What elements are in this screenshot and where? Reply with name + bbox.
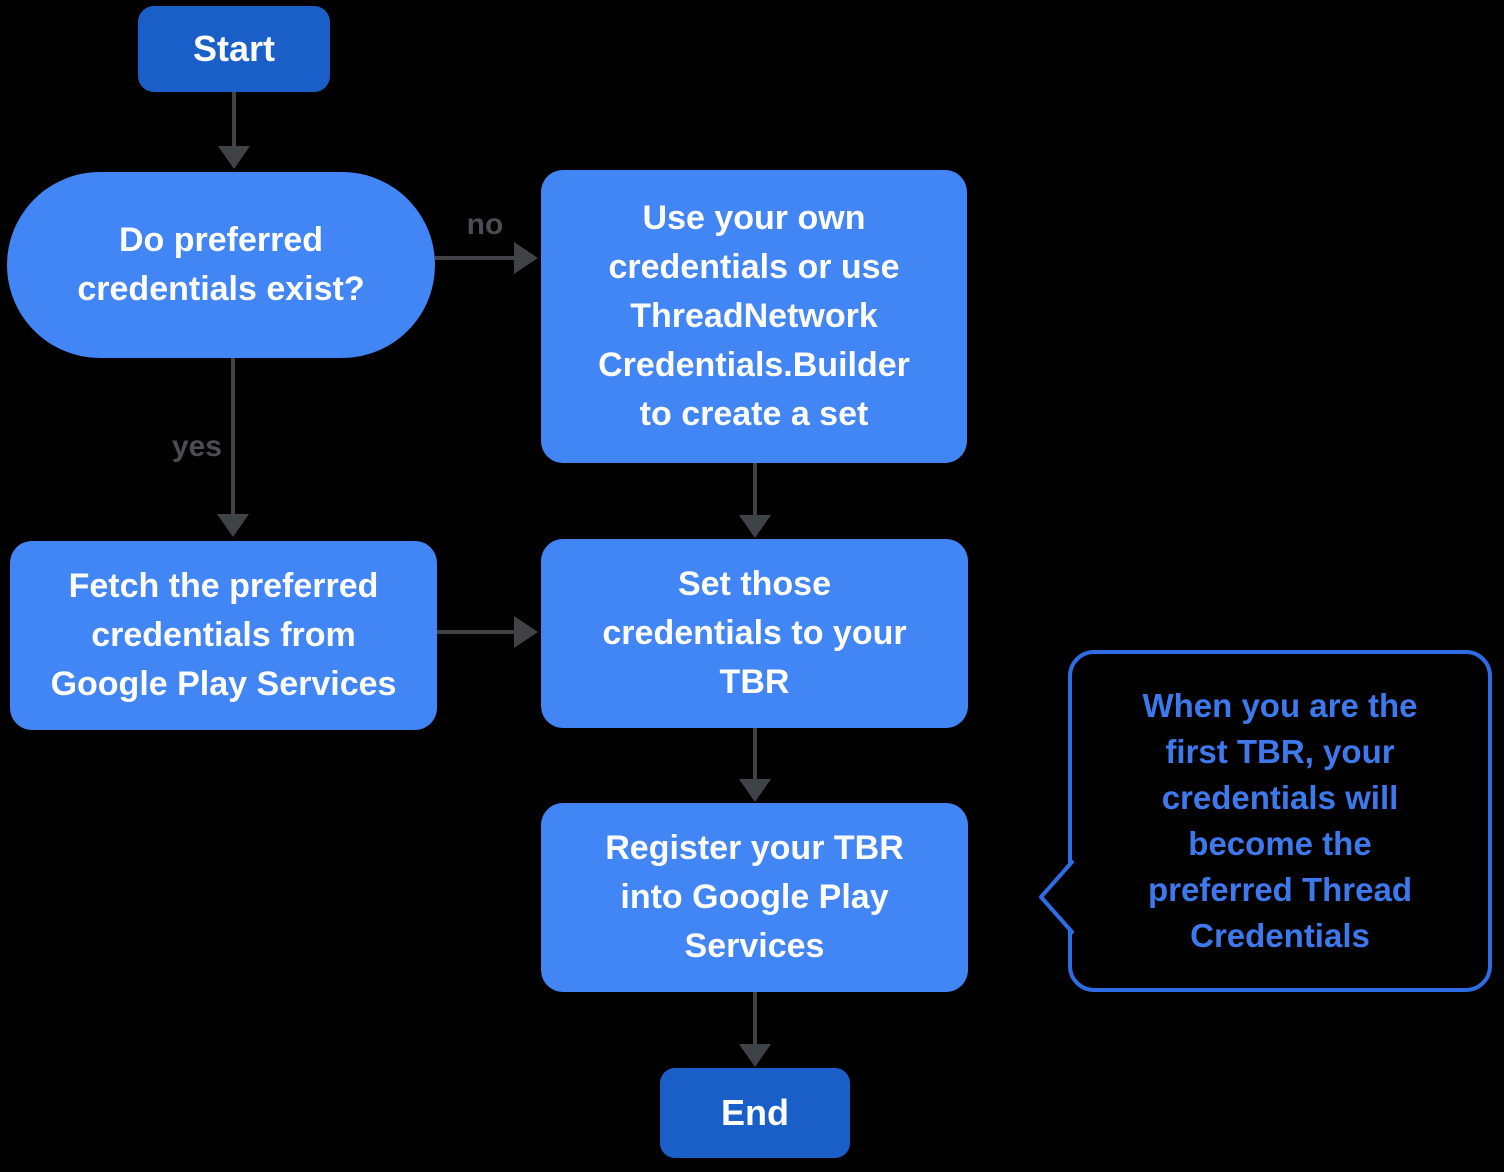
node-decision-preferred-credentials: Do preferred credentials exist? xyxy=(7,172,435,358)
arrow-register-to-end xyxy=(739,992,771,1067)
node-start: Start xyxy=(138,6,330,92)
node-register-tbr: Register your TBR into Google Play Servi… xyxy=(541,803,968,992)
node-fetch-preferred-credentials: Fetch the preferred credentials from Goo… xyxy=(10,541,437,730)
arrow-decision-to-use-own xyxy=(435,242,538,274)
node-fetch-label: Fetch the preferred credentials from Goo… xyxy=(50,567,397,703)
arrow-fetch-to-set xyxy=(437,616,538,648)
arrow-use-own-to-set xyxy=(739,463,771,538)
arrow-start-to-decision xyxy=(218,92,250,169)
node-start-label: Start xyxy=(192,28,276,69)
callout-note-text: When you are the first TBR, your credent… xyxy=(1142,687,1418,954)
node-set-credentials: Set those credentials to your TBR xyxy=(541,539,968,728)
node-use-own-label: Use your own credentials or use ThreadNe… xyxy=(598,199,910,433)
node-register-label: Register your TBR into Google Play Servi… xyxy=(605,829,904,965)
node-decision-label: Do preferred credentials exist? xyxy=(77,221,365,308)
callout-note: When you are the first TBR, your credent… xyxy=(1068,650,1492,992)
node-end-label: End xyxy=(721,1092,789,1133)
edge-label-yes: yes xyxy=(171,430,222,463)
node-set-label: Set those credentials to your TBR xyxy=(602,565,907,701)
arrow-set-to-register xyxy=(739,728,771,802)
edge-label-no: no xyxy=(466,208,504,241)
node-use-own-credentials: Use your own credentials or use ThreadNe… xyxy=(541,170,967,463)
node-end: End xyxy=(660,1068,850,1158)
